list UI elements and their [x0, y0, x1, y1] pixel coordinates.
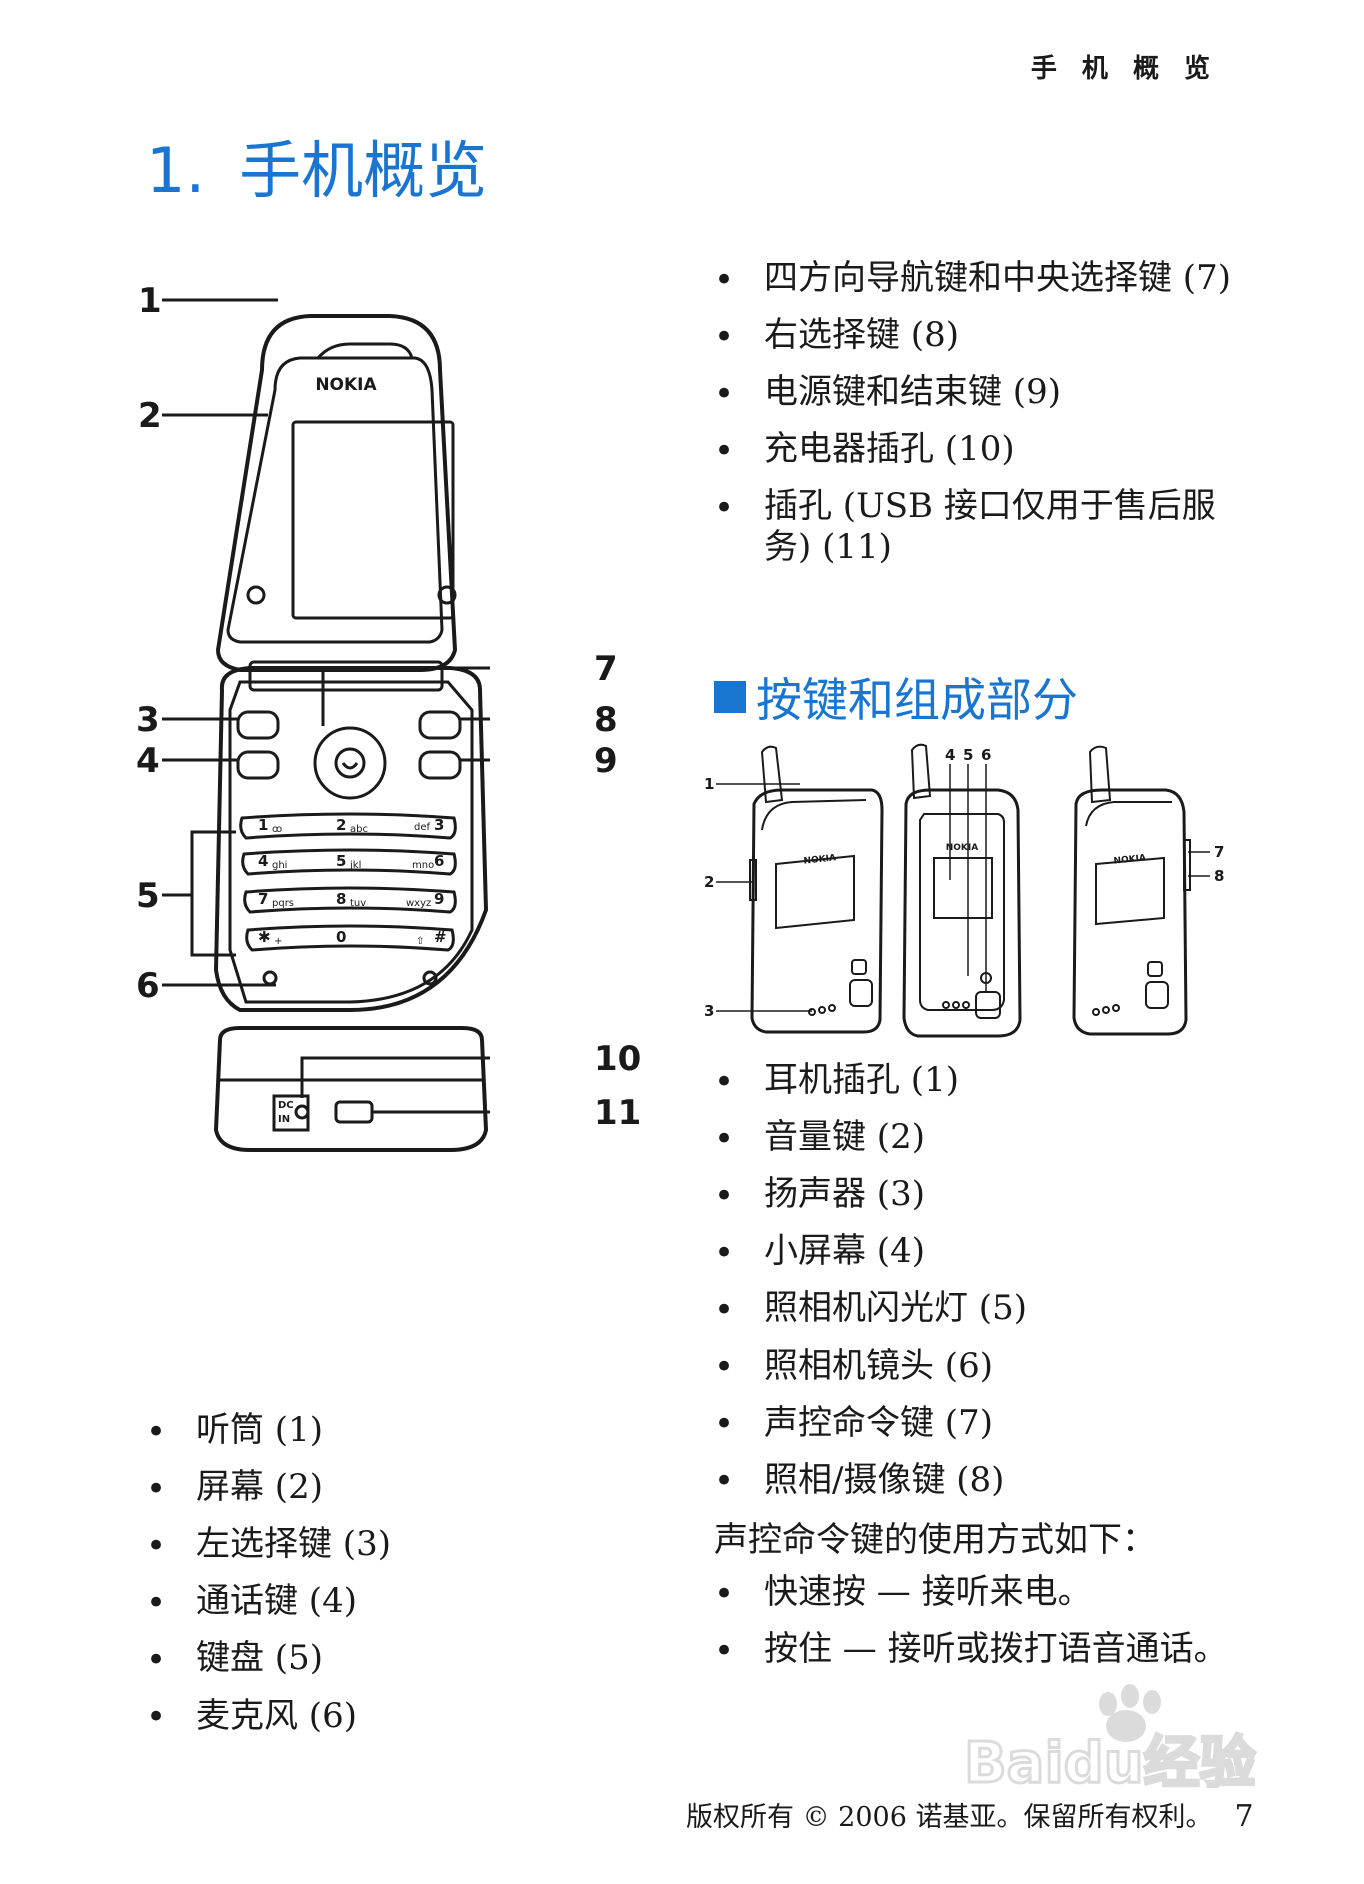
list-item: •照相机镜头 (6)	[714, 1345, 993, 1388]
key-0-letters: ⎵	[350, 936, 354, 947]
key-4-letters: ghi	[272, 860, 287, 871]
list-item: •按住 — 接听或拨打语音通话。	[714, 1629, 1228, 1671]
key-8-label: 8	[336, 890, 346, 908]
list-item: •通话键 (4)	[146, 1581, 357, 1624]
phone-side-views-figure: NOKIA NOKIA NOKIA 1 2 3 4 5 6 7 8	[704, 743, 1224, 1038]
chapter-title: 1. 手机概览	[146, 120, 487, 210]
list-item: •扬声器 (3)	[714, 1174, 925, 1216]
page-footer: 版权所有 © 2006 诺基亚。保留所有权利。 7	[686, 1795, 1254, 1834]
feature-list-top-right: •四方向导航键和中央选择键 (7) •右选择键 (8) •电源键和结束键 (9)…	[714, 258, 1234, 584]
key-9-label: 9	[434, 890, 444, 908]
dc-label-1: DC	[278, 1100, 294, 1111]
key-9-letters: wxyz	[406, 898, 431, 909]
callout-11: 11	[594, 1093, 641, 1133]
callout-10: 10	[594, 1039, 641, 1079]
callout-5: 5	[136, 876, 160, 916]
key-1-letters: ꝏ	[272, 824, 282, 835]
callout-6: 6	[136, 966, 160, 1006]
small-callout-2: 2	[704, 873, 714, 891]
list-item: •小屏幕 (4)	[714, 1231, 925, 1274]
key-5-letters: jkl	[349, 860, 361, 871]
small-callout-6: 6	[981, 746, 991, 764]
key-3-label: 3	[434, 816, 444, 834]
callout-7: 7	[594, 649, 618, 689]
key-7-label: 7	[258, 890, 268, 908]
small-callout-3: 3	[704, 1002, 714, 1020]
callout-4: 4	[136, 741, 160, 781]
list-item: •键盘 (5)	[146, 1638, 323, 1681]
phone-overview-figure: NOKIA 1 ꝏ 2 abc def 3 4 ghi 5 jkl mno 6 …	[136, 281, 641, 1152]
small-brand-3: NOKIA	[1113, 853, 1146, 866]
small-callout-7: 7	[1214, 843, 1224, 861]
brand-logo: NOKIA	[315, 375, 377, 395]
small-brand-1: NOKIA	[803, 853, 836, 866]
watermark-text: Baidu经验	[964, 1731, 1256, 1796]
section-heading: 按键和组成部分	[714, 664, 1078, 730]
callout-3: 3	[136, 700, 160, 740]
key-8-letters: tuv	[350, 898, 366, 909]
feature-list-right-bottom: •耳机插孔 (1) •音量键 (2) •扬声器 (3) •小屏幕 (4) •照相…	[714, 1060, 1234, 1517]
baidu-watermark-logo: Baidu经验	[963, 1684, 1257, 1798]
callout-2: 2	[138, 396, 162, 436]
small-callout-1: 1	[704, 775, 714, 793]
key-0-label: 0	[336, 928, 346, 946]
dc-label-2: IN	[278, 1114, 290, 1125]
key-4-label: 4	[258, 852, 268, 870]
list-item: •声控命令键 (7)	[714, 1402, 993, 1445]
callout-1: 1	[138, 281, 162, 321]
list-item: •左选择键 (3)	[146, 1524, 391, 1566]
small-callout-8: 8	[1214, 867, 1224, 885]
list-item: •快速按 — 接听来电。	[714, 1572, 1092, 1614]
list-item: •耳机插孔 (1)	[714, 1060, 959, 1102]
list-item: •听筒 (1)	[146, 1410, 323, 1452]
chapter-title-text: 手机概览	[239, 134, 488, 207]
small-callout-4: 4	[945, 746, 955, 764]
list-item: •充电器插孔 (10)	[714, 429, 1015, 472]
usage-list: •快速按 — 接听来电。 •按住 — 接听或拨打语音通话。	[714, 1572, 1234, 1686]
list-item: •音量键 (2)	[714, 1117, 925, 1159]
usage-intro: 声控命令键的使用方式如下：	[714, 1520, 1156, 1560]
key-5-label: 5	[336, 852, 346, 870]
running-head: 手 机 概 览	[1030, 54, 1218, 84]
list-item: •四方向导航键和中央选择键 (7)	[714, 258, 1231, 300]
page-number: 7	[1234, 1799, 1254, 1834]
key-2-letters: abc	[350, 824, 368, 835]
feature-list-left: •听筒 (1) •屏幕 (2) •左选择键 (3) •通话键 (4) •键盘 (…	[146, 1410, 646, 1753]
key-3-letters: def	[414, 822, 431, 833]
key-6-label: 6	[434, 852, 444, 870]
list-item: •插孔 (USB 接口仅用于售后服务) (11)	[714, 486, 1216, 567]
list-item: •电源键和结束键 (9)	[714, 372, 1061, 414]
key-2-label: 2	[336, 816, 346, 834]
small-brand-2: NOKIA	[946, 843, 979, 853]
key-6-letters: mno	[412, 860, 434, 871]
heading-square-icon	[714, 681, 746, 713]
list-item: •麦克风 (6)	[146, 1695, 357, 1738]
list-item: •屏幕 (2)	[146, 1467, 323, 1509]
chapter-number: 1.	[146, 134, 206, 207]
callout-8: 8	[594, 700, 618, 740]
list-item: •照相机闪光灯 (5)	[714, 1288, 1027, 1331]
copyright-text: 版权所有 © 2006 诺基亚。保留所有权利。	[686, 1802, 1213, 1833]
key-hash-letters: ⇧	[416, 936, 424, 947]
key-1-label: 1	[258, 816, 268, 834]
key-star-label: ✱	[258, 928, 271, 946]
small-callout-5: 5	[963, 746, 973, 764]
key-hash-label: #	[434, 928, 447, 946]
callout-9: 9	[594, 741, 618, 781]
key-star-letters: +	[274, 936, 282, 947]
list-item: •照相/摄像键 (8)	[714, 1459, 1005, 1502]
key-7-letters: pqrs	[272, 898, 294, 909]
list-item: •右选择键 (8)	[714, 315, 959, 357]
